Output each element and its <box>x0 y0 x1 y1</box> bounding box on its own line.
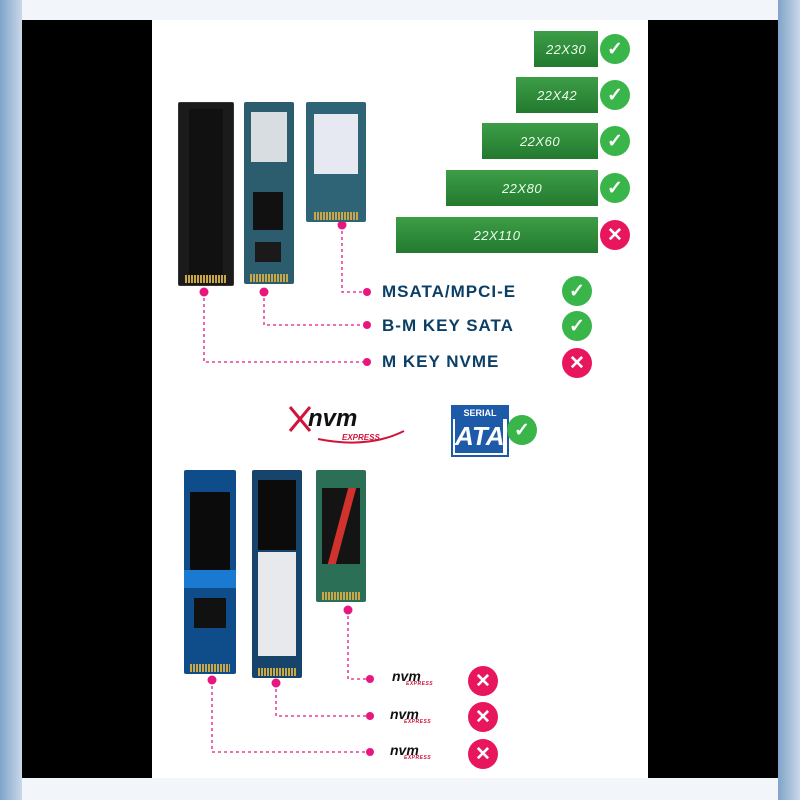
leader-bm-sata <box>263 292 367 326</box>
dot-bm-sata <box>259 287 269 297</box>
size-bar-22x60: 22X60 <box>482 123 598 159</box>
frame-top <box>0 0 800 20</box>
size-bar-22x80: 22X80 <box>446 170 598 206</box>
leader-lines <box>199 220 374 756</box>
size-bar-22x110: 22X110 <box>396 217 598 253</box>
size-bar-22x42: 22X42 <box>516 77 598 113</box>
nvme-x-mark <box>288 406 405 444</box>
nvme-logo-sub: EXPRESS <box>342 433 380 442</box>
nvme-logo-text: nvm <box>308 405 358 432</box>
check-icon: ✓ <box>562 311 592 341</box>
card-msata <box>306 102 366 222</box>
leader-bottom-2 <box>275 683 370 717</box>
product-panel: 22X30 22X42 22X60 22X80 22X110 ✓ ✓ ✓ ✓ ✕… <box>152 20 648 778</box>
nvme-logo: nvm EXPRESS <box>288 403 408 447</box>
check-icon: ✓ <box>600 80 630 110</box>
leader-bottom-3 <box>211 680 370 753</box>
dot-m-nvme <box>199 287 209 297</box>
frame-edge-right <box>778 0 800 800</box>
card-sata-green <box>244 102 294 284</box>
dot-bottom-2 <box>271 678 281 688</box>
card-nvme-silver <box>252 470 302 678</box>
check-icon: ✓ <box>562 276 592 306</box>
dot-bend-2 <box>366 712 374 720</box>
black-bar-right <box>648 20 778 778</box>
label-bm-key-sata: B-M KEY SATA <box>382 316 514 335</box>
label-m-key-nvme: M KEY NVME <box>382 352 500 371</box>
check-icon: ✓ <box>600 173 630 203</box>
label-msata: MSATA/MPCI-E <box>382 282 517 301</box>
cross-icon: ✕ <box>600 220 630 250</box>
dot-msata <box>337 220 347 230</box>
cross-icon: ✕ <box>468 702 498 732</box>
dot-bottom-1 <box>343 605 353 615</box>
dot-bottom-3 <box>207 675 217 685</box>
card-nvme-blue <box>184 470 236 674</box>
card-nvme-red <box>316 470 366 602</box>
cross-icon: ✕ <box>468 739 498 769</box>
dot-end-2 <box>363 321 371 329</box>
serial-ata-logo: SERIAL ATA <box>451 405 509 457</box>
leader-bottom-1 <box>347 610 370 680</box>
dot-bend-3 <box>366 748 374 756</box>
leader-msata <box>341 225 367 293</box>
check-icon: ✓ <box>507 415 537 445</box>
frame-bottom <box>0 778 800 800</box>
black-bar-left <box>22 20 152 778</box>
size-bar-22x30: 22X30 <box>534 31 598 67</box>
card-nvme-black <box>178 102 234 286</box>
dot-end-3 <box>363 358 371 366</box>
cross-icon: ✕ <box>468 666 498 696</box>
check-icon: ✓ <box>600 34 630 64</box>
check-icon: ✓ <box>600 126 630 156</box>
leader-m-nvme <box>203 292 367 363</box>
dot-end-1 <box>363 288 371 296</box>
frame-edge-left <box>0 0 22 800</box>
dot-bend-1 <box>366 675 374 683</box>
cross-icon: ✕ <box>562 348 592 378</box>
